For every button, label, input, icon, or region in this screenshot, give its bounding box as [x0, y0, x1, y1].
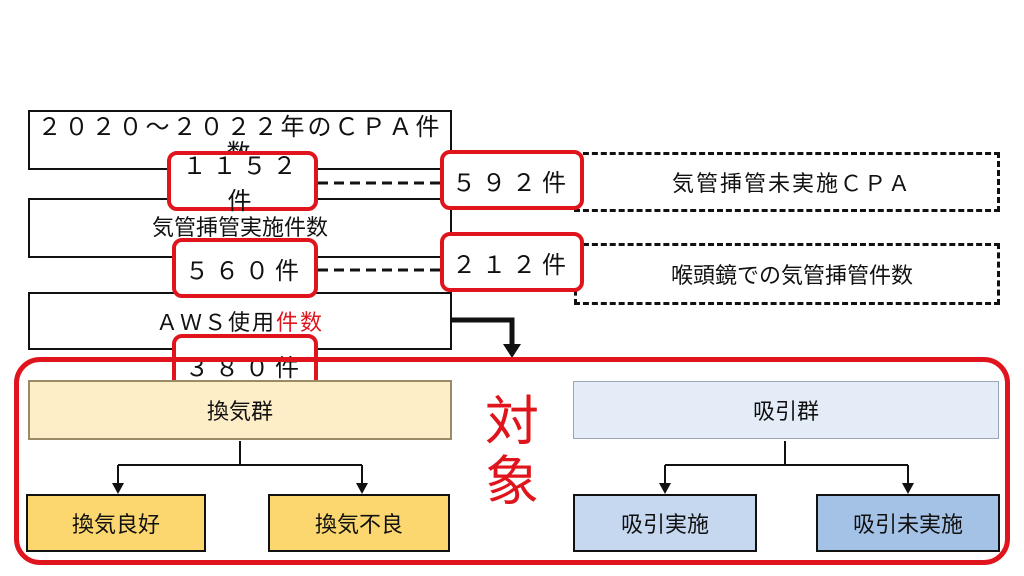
total-count-value: １１５２件 [182, 152, 303, 215]
suction-performed-label: 吸引実施 [620, 513, 709, 538]
suction-not-performed-box: 吸引未実施 [816, 494, 1000, 552]
laryngoscope-box: 喉頭鏡での気管挿管件数 [574, 243, 1000, 305]
target-group-frame [14, 357, 1010, 565]
flow-arrow-line [452, 317, 515, 346]
total-cpa-box: ２０２０〜２０２２年のＣＰＡ件数 [28, 110, 452, 170]
suction-group-title: 吸引群 [752, 400, 819, 425]
suction-group-header: 吸引群 [573, 381, 999, 439]
laryngoscope-label: 喉頭鏡での気管挿管件数 [670, 264, 913, 289]
no-intubation-box: 気管挿管未実施ＣＰＡ [574, 152, 1000, 212]
ventilation-good-label: 換気良好 [71, 513, 160, 538]
flow-arrow-head [503, 344, 521, 358]
ventilation-poor-label: 換気不良 [314, 513, 403, 538]
intubation-count-badge: ５６０件 [172, 238, 318, 298]
ventilation-group-title: 換気群 [206, 400, 273, 425]
ventilation-group-header: 換気群 [28, 380, 452, 440]
laryngoscope-count-value: ２１２件 [452, 250, 572, 279]
suction-not-performed-label: 吸引未実施 [852, 513, 963, 538]
aws-label-prefix: ＡＷＳ使用 [155, 311, 276, 336]
intubation-count-value: ５６０件 [185, 256, 305, 285]
laryngoscope-count-badge: ２１２件 [440, 232, 584, 292]
total-count-badge: １１５２件 [167, 151, 318, 215]
no-intubation-count-value: ５９２件 [452, 168, 572, 197]
suction-performed-box: 吸引実施 [573, 494, 757, 552]
intubation-count-label: 気管挿管実施件数 [151, 216, 328, 241]
aws-label-highlight: 件数 [276, 311, 325, 336]
ventilation-poor-box: 換気不良 [268, 494, 450, 552]
ventilation-good-box: 換気良好 [26, 494, 206, 552]
no-intubation-count-badge: ５９２件 [440, 150, 584, 210]
no-intubation-label: 気管挿管未実施ＣＰＡ [671, 172, 912, 197]
target-label: 対象 [485, 390, 539, 513]
